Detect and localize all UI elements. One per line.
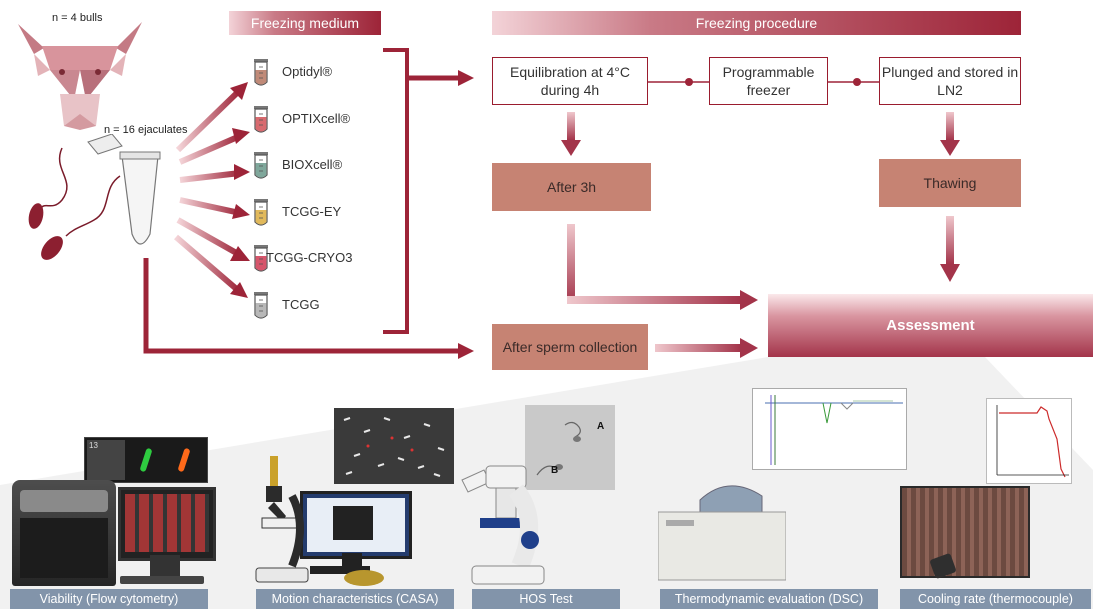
freezing-procedure-title: Freezing procedure: [695, 15, 818, 31]
caption-flow-cytometry: Viability (Flow cytometry): [10, 589, 208, 609]
after-3h-label: After 3h: [546, 178, 597, 195]
caption-hos-test: HOS Test: [472, 589, 620, 609]
down-arrow-thawing: [946, 112, 954, 140]
collection-to-assessment-arrow: [655, 344, 741, 352]
medium-label: TCGG: [282, 297, 320, 312]
plunged-stored-step: Plunged and stored in LN2: [879, 57, 1021, 105]
equilibration-step-label: Equilibration at 4°C during 4h: [510, 64, 630, 98]
straw-rack: [900, 486, 1030, 578]
assessment-banner: Assessment: [768, 294, 1093, 357]
medium-tube-icon: [254, 59, 268, 86]
freezing-procedure-banner: Freezing procedure: [492, 11, 1021, 35]
medium-label: OPTIXcell®: [282, 111, 351, 126]
medium-label: Optidyl®: [282, 64, 333, 79]
medium-tube-icon: [254, 292, 268, 319]
freezing-medium-title: Freezing medium: [250, 15, 360, 31]
thawing-label: Thawing: [923, 174, 977, 191]
flow-cytometry-micrograph: 13: [84, 437, 208, 483]
freezing-medium-banner: Freezing medium: [229, 11, 381, 35]
ejaculate-tube-icon: [87, 134, 161, 245]
down-arrow-after3h: [567, 112, 575, 140]
fan-arrow-1: [175, 87, 243, 153]
equilibration-step: Equilibration at 4°C during 4h: [492, 57, 648, 105]
plunged-stored-label: Plunged and stored in LN2: [881, 64, 1019, 98]
medium-label: TCGG-EY: [282, 204, 342, 219]
casa-monitor: [300, 491, 412, 559]
cooling-curve-chart: [986, 398, 1072, 484]
hos-micrograph: A B: [525, 405, 615, 490]
flow-panel-id: 13: [89, 441, 98, 450]
caption-casa: Motion characteristics (CASA): [256, 589, 454, 609]
medium-tube-icon: [254, 199, 268, 226]
fan-arrow-5: [176, 217, 242, 258]
bull-head-icon: [18, 22, 142, 130]
dsc-instrument: [657, 476, 787, 582]
caption-thermocouple: Cooling rate (thermocouple): [900, 589, 1091, 609]
hos-label-a: A: [597, 421, 605, 432]
bulls-count-label: n = 4 bulls: [52, 12, 103, 24]
flow-panel-grey: 13: [87, 440, 125, 480]
medium-tube-icon: [254, 152, 268, 179]
programmable-freezer-step: Programmable freezer: [709, 57, 828, 105]
after-collection-box: After sperm collection: [492, 324, 648, 370]
fan-arrow-2: [178, 133, 242, 165]
after3h-to-assessment-arrow: [567, 296, 741, 304]
casa-keyboard: [310, 566, 370, 574]
thawing-box: Thawing: [879, 159, 1021, 207]
ejaculates-count-label: n = 16 ejaculates: [104, 124, 188, 136]
hos-microscope: [456, 440, 556, 590]
programmable-freezer-label: Programmable freezer: [722, 64, 815, 98]
fan-arrow-6: [174, 234, 242, 295]
caption-dsc: Thermodynamic evaluation (DSC): [660, 589, 878, 609]
medium-tube-icon: [254, 245, 268, 272]
sperm-cells-icon: [28, 147, 121, 260]
media-bracket: [383, 48, 409, 334]
orange-stain: [177, 447, 191, 473]
after-3h-box: After 3h: [492, 163, 651, 211]
hos-label-b: B: [551, 465, 559, 476]
assessment-title: Assessment: [886, 317, 975, 334]
casa-micrograph: [334, 408, 454, 484]
casa-disc: [344, 570, 384, 586]
medium-label: BIOXcell®: [282, 157, 343, 172]
flow-keyboard: [120, 576, 204, 584]
flow-monitor: [118, 487, 216, 561]
casa-microscope: [252, 456, 309, 583]
dsc-thermogram: [752, 388, 907, 470]
fan-arrows: [174, 87, 243, 295]
after-collection-label: After sperm collection: [502, 338, 638, 355]
down-arrow-assessment: [946, 216, 954, 264]
flow-cytometer-device: [12, 480, 116, 586]
collection-arrow: [143, 258, 460, 354]
medium-label: TCGG-CRYO3: [266, 250, 353, 265]
medium-tube-icon: [254, 106, 268, 133]
fan-arrow-3: [179, 170, 241, 183]
fan-arrow-heads: [230, 82, 250, 298]
fan-arrow-4: [179, 197, 241, 216]
green-stain: [139, 447, 153, 473]
